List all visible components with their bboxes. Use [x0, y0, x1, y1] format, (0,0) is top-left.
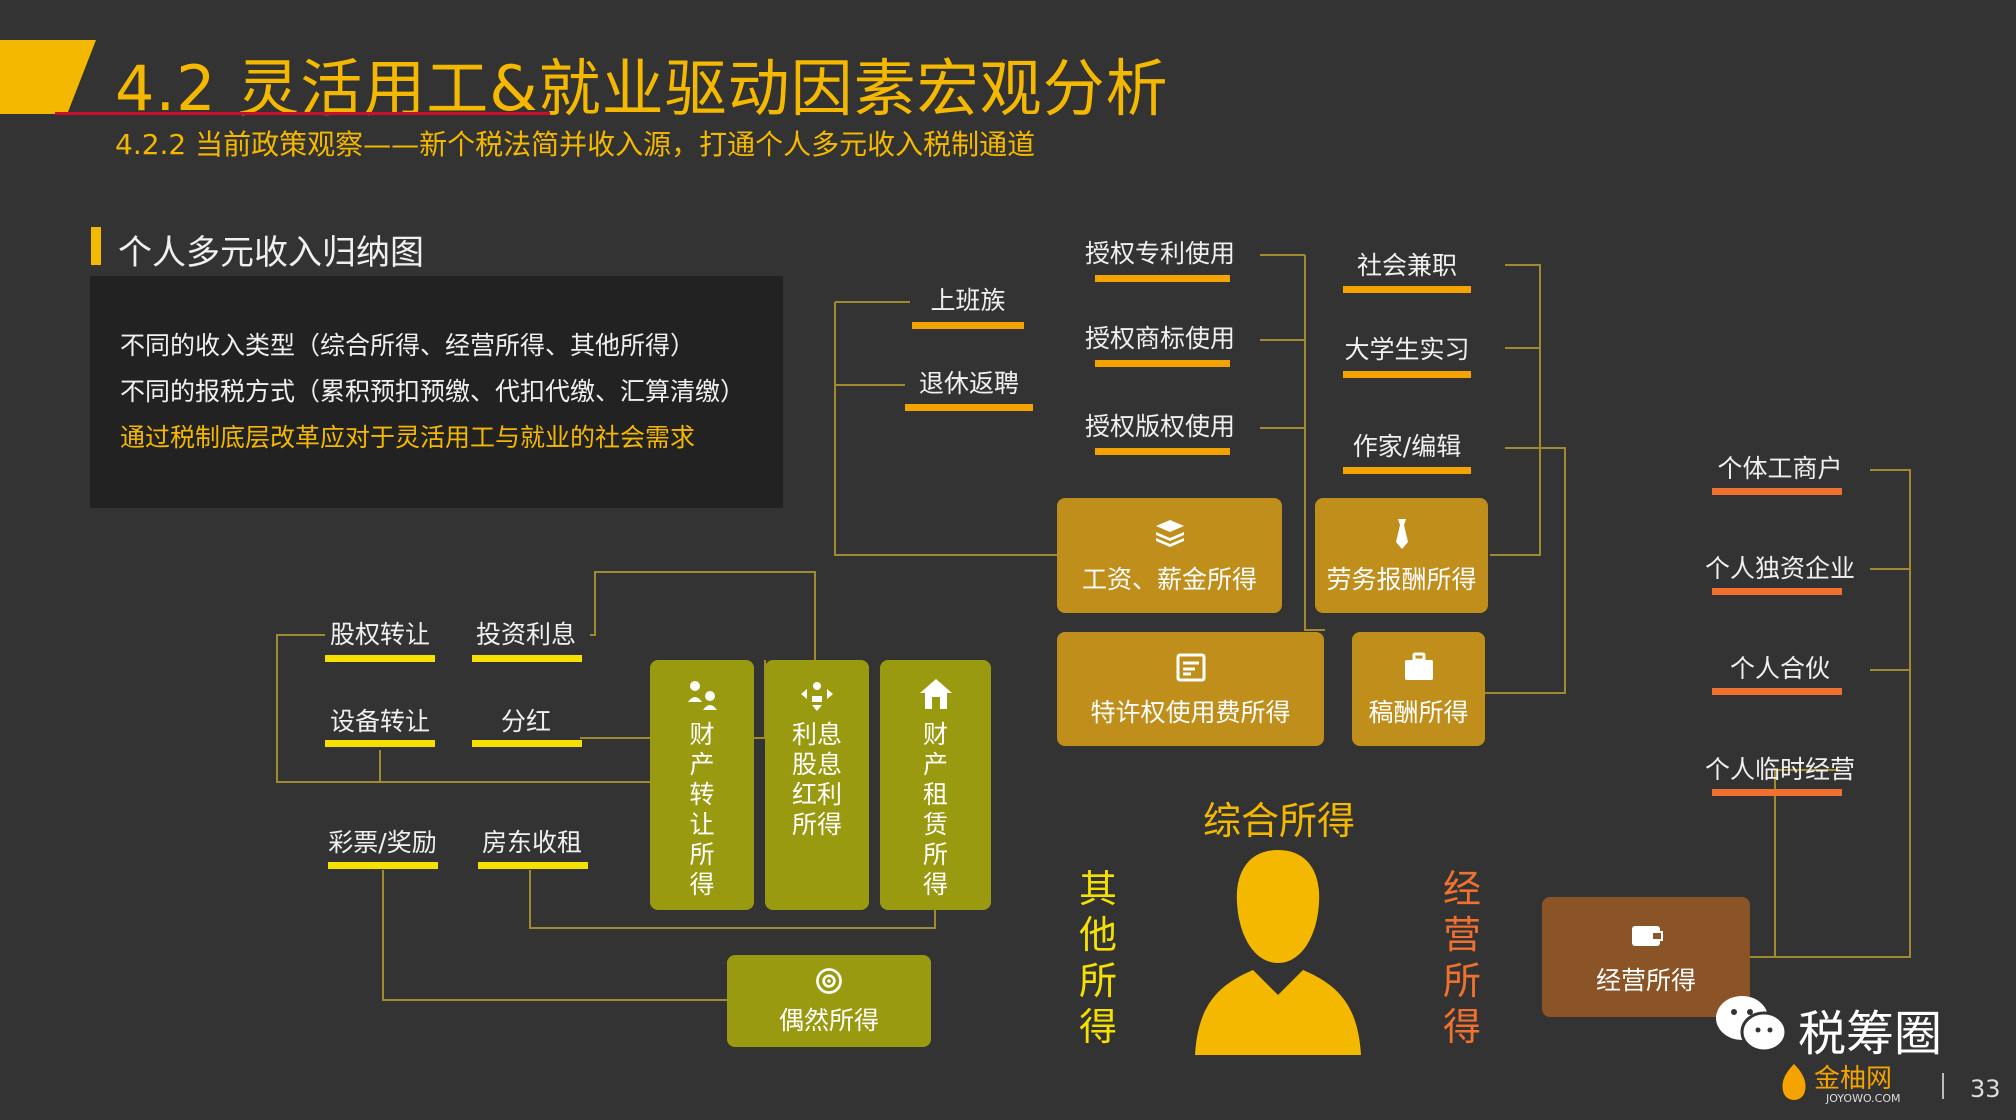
necktie-icon	[1395, 518, 1408, 549]
business-income-label: 经营所得	[1442, 867, 1481, 1049]
page-separator	[1942, 1073, 1944, 1099]
source-underline	[1095, 448, 1230, 455]
wage-income-box: 工资、薪金所得	[1057, 498, 1282, 613]
source-underline	[1095, 275, 1230, 282]
intro-textbox: 不同的收入类型（综合所得、经营所得、其他所得） 不同的报税方式（累积预扣预缴、代…	[90, 276, 783, 508]
source-underline	[1712, 789, 1842, 796]
source-underline	[1343, 286, 1471, 293]
property-lease-box: 财产租赁所得	[880, 660, 991, 910]
intro-line: 不同的收入类型（综合所得、经营所得、其他所得）	[120, 331, 696, 360]
box-label: 经营所得	[1595, 966, 1696, 995]
source-underline	[1343, 371, 1471, 378]
source-underline	[1712, 488, 1842, 495]
interest-dividend-box: 利息股息红利所得	[765, 660, 869, 910]
distribute-arrows-icon	[801, 682, 833, 711]
source-label: 作家/编辑	[1352, 432, 1462, 461]
business-income-box: 经营所得	[1542, 897, 1750, 1017]
source-underline	[1712, 588, 1842, 595]
person-icon	[1195, 850, 1361, 1055]
source-label: 社会兼职	[1356, 251, 1457, 280]
box-label: 利息股息红利所得	[791, 720, 842, 839]
source-label: 彩票/奖励	[328, 828, 437, 857]
source-underline	[472, 655, 582, 662]
box-label: 偶然所得	[778, 1006, 879, 1035]
money-stack-icon	[1155, 519, 1184, 547]
comprehensive-income-label: 综合所得	[1203, 799, 1356, 843]
brand-name: 金柚网	[1814, 1064, 1893, 1094]
manuscript-income-box: 稿酬所得	[1352, 632, 1485, 746]
source-underline	[1095, 360, 1230, 367]
intro-line: 不同的报税方式（累积预扣预缴、代扣代缴、汇算清缴）	[120, 377, 746, 406]
source-label: 授权专利使用	[1084, 239, 1235, 268]
source-label: 股权转让	[329, 620, 430, 649]
other-income-label: 其他所得	[1078, 867, 1117, 1049]
source-underline	[478, 862, 588, 869]
page-number: 33	[1970, 1075, 2001, 1103]
box-label: 财产租赁所得	[922, 720, 948, 899]
box-label: 工资、薪金所得	[1081, 564, 1257, 594]
source-label: 投资利息	[475, 620, 576, 649]
property-transfer-box: 财产转让所得	[650, 660, 754, 910]
source-label: 上班族	[930, 286, 1006, 315]
source-underline	[472, 740, 582, 747]
incidental-income-box: 偶然所得	[727, 955, 931, 1047]
brand-url: JOYOWO.COM	[1826, 1092, 1901, 1105]
exchange-people-icon	[688, 681, 717, 710]
certificate-icon	[1176, 653, 1205, 682]
source-label: 退休返聘	[918, 369, 1019, 398]
source-label: 设备转让	[329, 707, 430, 736]
page-subtitle: 4.2.2 当前政策观察——新个税法简并收入源，打通个人多元收入税制通道	[115, 128, 1036, 161]
labor-income-box: 劳务报酬所得	[1315, 498, 1488, 613]
house-icon	[919, 679, 952, 709]
source-label: 个体工商户	[1717, 454, 1843, 483]
source-underline	[325, 740, 435, 747]
source-label: 授权商标使用	[1084, 324, 1235, 353]
source-label: 大学生实习	[1344, 335, 1470, 364]
box-label: 特许权使用费所得	[1090, 698, 1291, 727]
royalty-income-box: 特许权使用费所得	[1057, 632, 1324, 746]
source-label: 个人独资企业	[1704, 554, 1855, 583]
source-label: 分红	[500, 707, 551, 736]
briefcase-icon	[1404, 652, 1433, 680]
logo-text: 税筹圈	[1798, 1006, 1943, 1062]
source-underline	[328, 862, 438, 869]
section-accent-bar	[91, 227, 101, 265]
box-label: 财产转让所得	[689, 720, 715, 899]
wechat-icon	[1716, 996, 1788, 1053]
brand-logo-icon	[1782, 1064, 1806, 1100]
source-underline	[905, 404, 1033, 411]
target-icon	[816, 968, 842, 994]
source-underline	[912, 322, 1024, 329]
intro-line-highlight: 通过税制底层改革应对于灵活用工与就业的社会需求	[120, 423, 696, 452]
source-underline	[1343, 467, 1471, 474]
box-label: 劳务报酬所得	[1326, 564, 1477, 594]
wallet-icon	[1632, 926, 1663, 946]
source-underline	[1712, 688, 1842, 695]
source-underline	[325, 655, 435, 662]
source-label: 个人临时经营	[1704, 755, 1855, 784]
title-underline	[55, 112, 550, 115]
source-label: 个人合伙	[1729, 654, 1830, 683]
source-label: 授权版权使用	[1084, 412, 1235, 441]
section-title: 个人多元收入归纳图	[118, 233, 424, 273]
box-label: 稿酬所得	[1368, 698, 1469, 727]
source-label: 房东收租	[481, 828, 582, 857]
